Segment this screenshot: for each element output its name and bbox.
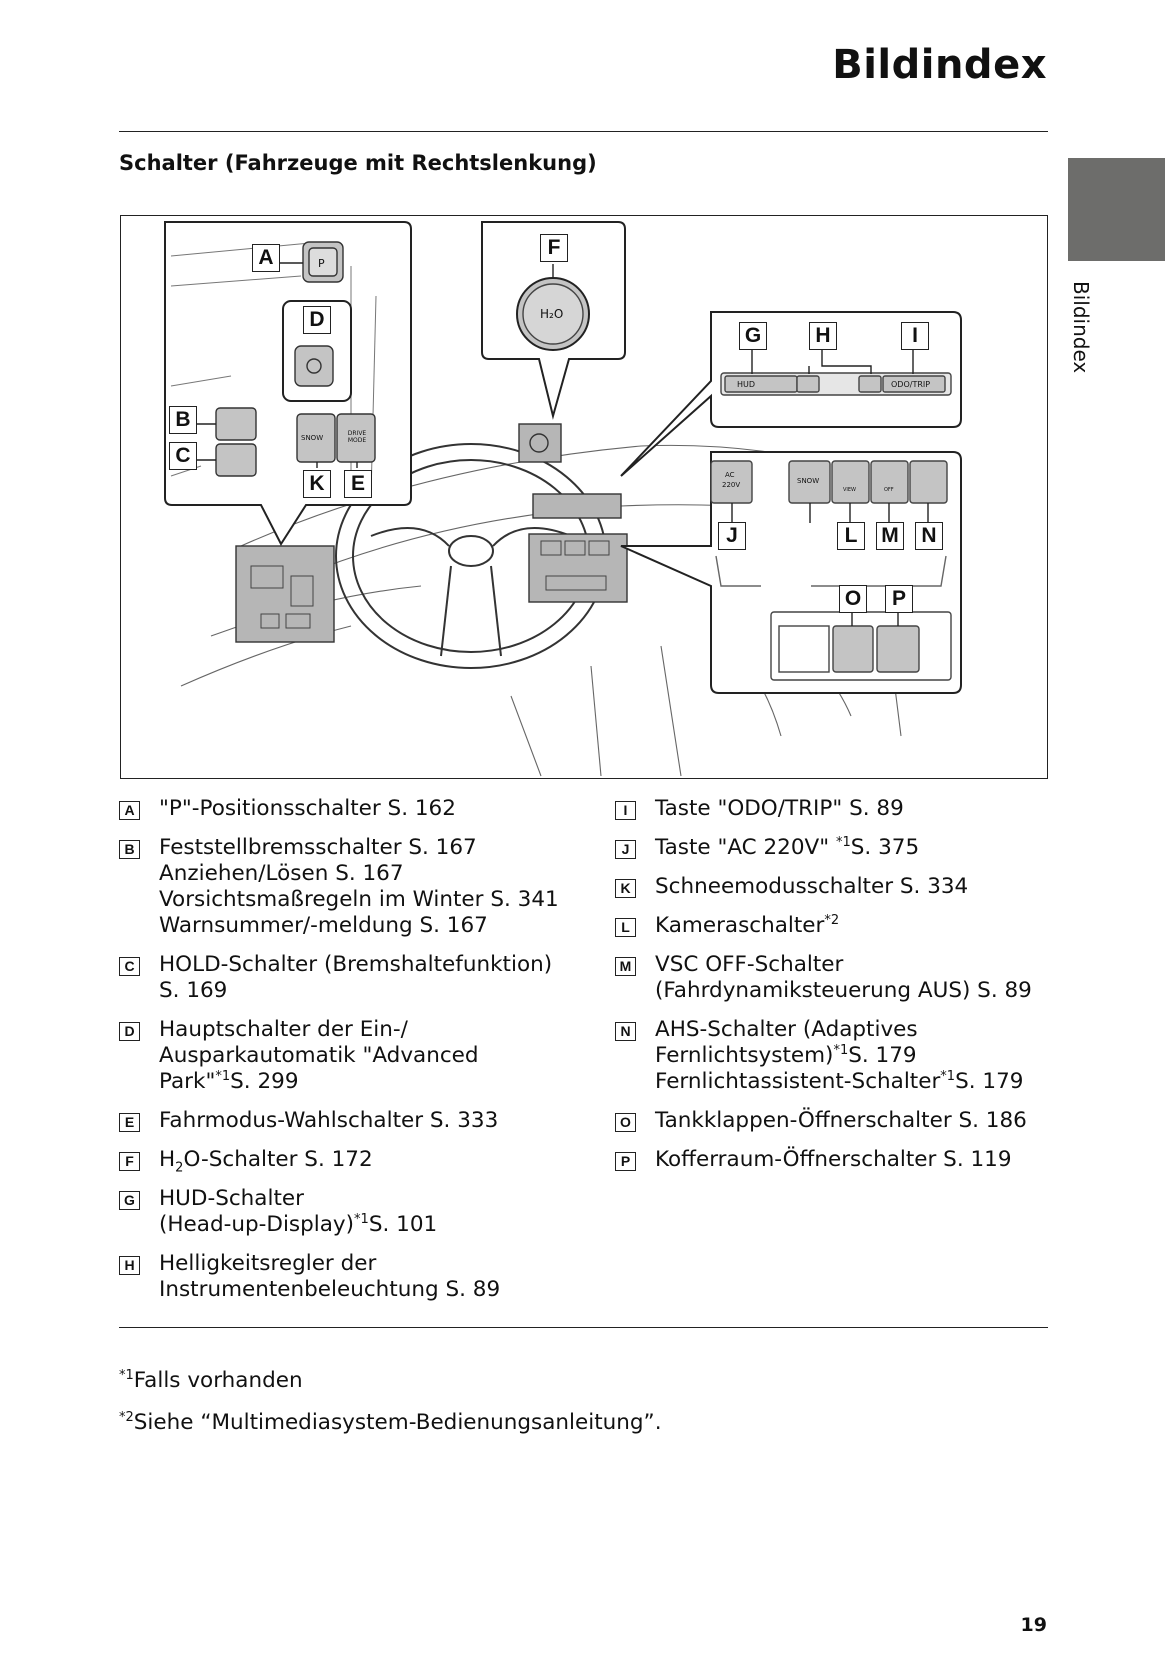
callout-label-a: A	[252, 244, 280, 272]
callout-label-l: L	[837, 522, 865, 550]
bottom-divider	[119, 1327, 1048, 1328]
footnote-1: *1Falls vorhanden	[119, 1367, 303, 1393]
callout-center-panel	[620, 451, 962, 694]
chapter-tab	[1068, 158, 1165, 261]
callout-label-b: B	[169, 406, 197, 434]
key-badge: A	[119, 801, 140, 820]
page-title: Bildindex	[832, 42, 1047, 88]
key-badge: F	[119, 1152, 140, 1171]
key-badge: K	[615, 879, 636, 898]
key-badge: O	[615, 1113, 636, 1132]
switch-illustration: A B C D E F G H I J K L M N O P P H₂O HU…	[120, 215, 1048, 779]
callout-label-n: N	[915, 522, 943, 550]
key-badge: L	[615, 918, 636, 937]
top-divider	[119, 131, 1048, 132]
chapter-tab-label: Bildindex	[1069, 281, 1093, 374]
key-badge: B	[119, 840, 140, 859]
ac-button-text: AC	[725, 471, 735, 479]
h2o-switch-highlight	[518, 423, 562, 463]
key-badge: J	[615, 840, 636, 859]
callout-label-p: P	[885, 585, 913, 613]
callout-label-i: I	[901, 322, 929, 350]
key-badge: D	[119, 1022, 140, 1041]
odo-button-text: ODO/TRIP	[891, 380, 931, 389]
callout-label-h: H	[809, 322, 837, 350]
callout-label-f: F	[540, 234, 568, 262]
vent-switch-highlight	[532, 493, 622, 519]
key-badge: M	[615, 957, 636, 976]
key-badge: C	[119, 957, 140, 976]
callout-label-c: C	[169, 442, 197, 470]
key-badge: G	[119, 1191, 140, 1210]
view-button-text: VIEW	[843, 487, 856, 493]
callout-label-m: M	[876, 522, 904, 550]
callout-label-k: K	[303, 470, 331, 498]
callout-label-d: D	[303, 306, 331, 334]
ac-voltage-text: 220V	[722, 481, 741, 489]
callout-label-o: O	[839, 585, 867, 613]
off-button-text: OFF	[884, 487, 894, 493]
legend-entry-a: A"P"-Positionsschalter S. 162	[119, 796, 559, 822]
snow-button-text: SNOW	[301, 434, 324, 442]
p-switch-text: P	[318, 257, 325, 270]
key-badge: I	[615, 801, 636, 820]
dashboard-drawing	[164, 221, 962, 777]
h2o-switch-text: H₂O	[540, 307, 564, 321]
key-badge: P	[615, 1152, 636, 1171]
center-console-highlight	[528, 533, 628, 603]
callout-label-e: E	[344, 470, 372, 498]
page-number: 19	[1020, 1614, 1047, 1636]
drive-mode-button-text: DRIVE MODE	[347, 430, 367, 444]
callout-label-j: J	[718, 522, 746, 550]
footnote-2: *2Siehe “Multimediasystem-Bedienungsanle…	[119, 1409, 662, 1435]
callout-label-g: G	[739, 322, 767, 350]
key-badge: N	[615, 1022, 636, 1041]
key-badge: H	[119, 1256, 140, 1275]
hud-button-text: HUD	[737, 380, 756, 389]
left-console-highlight	[235, 545, 335, 643]
snow-panel-text: SNOW	[797, 477, 820, 485]
section-title: Schalter (Fahrzeuge mit Rechtslenkung)	[119, 151, 597, 175]
key-badge: E	[119, 1113, 140, 1132]
